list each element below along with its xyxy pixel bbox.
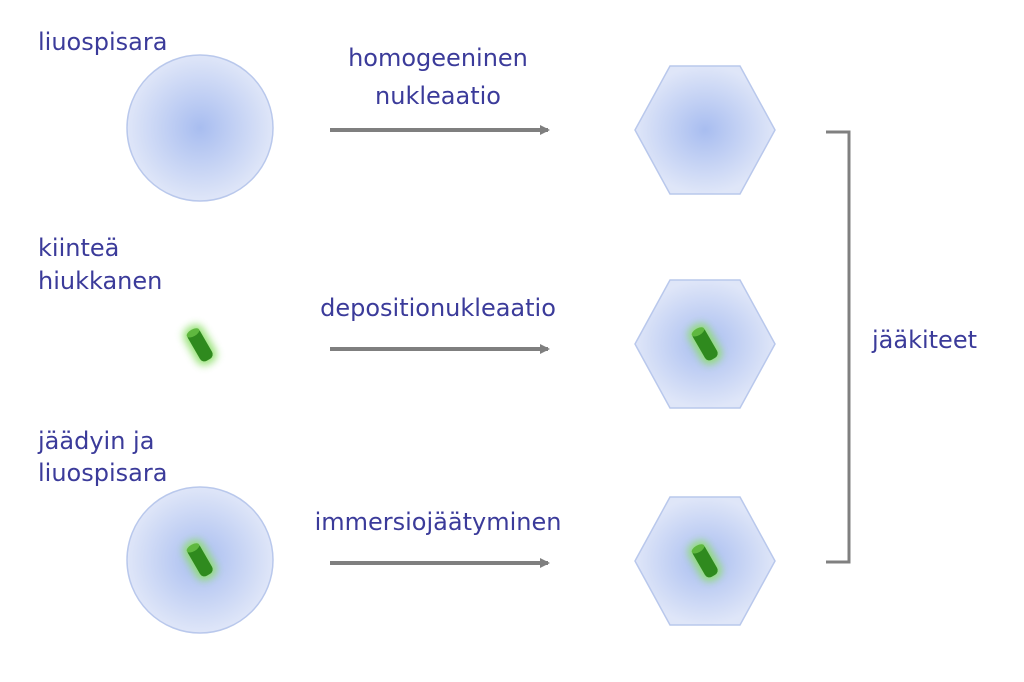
process-label-1-line-1: homogeeninen bbox=[348, 44, 528, 72]
process-label-1-line-2: nukleaatio bbox=[375, 82, 501, 110]
solution-droplet-shape bbox=[126, 54, 274, 202]
ice-crystal-2 bbox=[634, 279, 776, 409]
source-label-3-line-2: liuospisara bbox=[38, 459, 168, 487]
ice-crystal-3 bbox=[634, 496, 776, 626]
source-label-1-line-1: liuospisara bbox=[38, 28, 168, 56]
solid-particle-shape bbox=[183, 324, 217, 366]
result-label: jääkiteet bbox=[872, 326, 977, 354]
source-label-2-line-1: kiinteä bbox=[38, 234, 120, 262]
process-label-2: depositionukleaatio bbox=[320, 294, 556, 322]
ice-crystals-bracket bbox=[826, 130, 851, 564]
source-label-3-line-1: jäädyin ja bbox=[38, 427, 155, 455]
droplet-with-particle-shape bbox=[126, 486, 274, 634]
process-label-3: immersiojäätyminen bbox=[314, 508, 562, 536]
source-label-2-line-2: hiukkanen bbox=[38, 267, 163, 295]
ice-crystal-1 bbox=[634, 65, 776, 195]
